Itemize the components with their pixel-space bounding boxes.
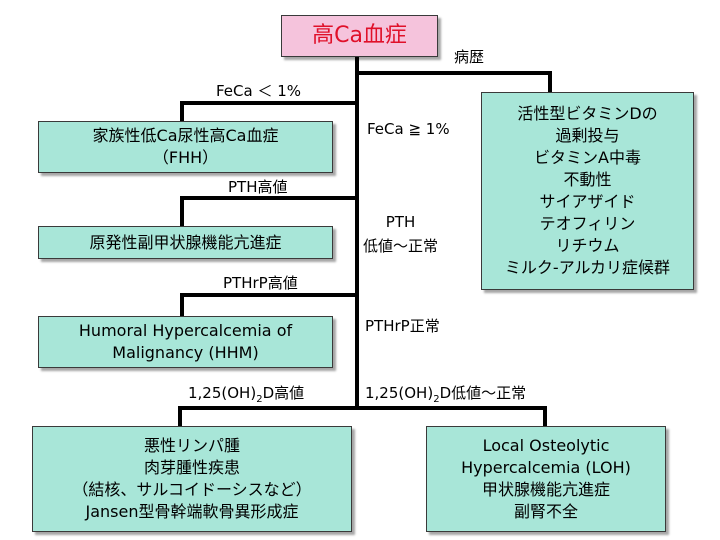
vitd-high-sub: 2	[256, 394, 263, 405]
root-node-label: 高Ca血症	[312, 23, 407, 48]
node-history-line: 活性型ビタミンDの	[517, 104, 658, 123]
label-pth-low-line2: 低値～正常	[363, 237, 439, 255]
node-fhh-line: 家族性低Ca尿性高Ca血症	[92, 126, 279, 145]
label-pthrp-normal: PTHrP正常	[365, 317, 440, 335]
node-loh-line: 甲状腺機能亢進症	[481, 480, 610, 499]
label-vitd-low: 1,25(OH)2D低値～正常	[365, 384, 526, 409]
node-hhm-line: Malignancy (HHM)	[112, 343, 259, 362]
node-primary-hyperparathyroidism: 原発性副甲状腺機能亢進症	[38, 226, 333, 259]
node-vitd-high: 悪性リンパ腫 肉芽腫性疾患 （結核、サルコイドーシスなど） Jansen型骨幹端…	[32, 426, 352, 532]
label-pth-high: PTH高値	[228, 178, 288, 196]
node-history-line: 過剰投与	[555, 126, 620, 145]
vitd-high-prefix: 1,25(OH)	[188, 384, 257, 402]
node-history-line: サイアザイド	[539, 192, 636, 211]
label-feca-high: FeCa ≧ 1%	[367, 120, 450, 138]
vitd-high-suffix: D高値	[262, 384, 305, 402]
label-pth-low-line1: PTH	[385, 213, 416, 231]
node-loh: Local Osteolytic Hypercalcemia (LOH) 甲状腺…	[426, 426, 666, 532]
node-hhm: Humoral Hypercalcemia of Malignancy (HHM…	[38, 316, 333, 368]
root-node-hypercalcemia: 高Ca血症	[281, 15, 438, 57]
node-history-line: リチウム	[555, 236, 620, 255]
node-fhh: 家族性低Ca尿性高Ca血症 （FHH）	[38, 121, 333, 173]
label-history: 病歴	[454, 48, 485, 66]
node-history-line: テオフィリン	[539, 214, 636, 233]
node-history-causes: 活性型ビタミンDの 過剰投与 ビタミンA中毒 不動性 サイアザイド テオフィリン…	[481, 92, 694, 290]
node-hyperpara-line: 原発性副甲状腺機能亢進症	[89, 232, 282, 252]
node-history-line: ビタミンA中毒	[534, 148, 641, 167]
node-vitd-high-line: 肉芽腫性疾患	[143, 458, 240, 477]
node-vitd-high-line: （結核、サルコイドーシスなど）	[72, 480, 312, 499]
label-feca-low: FeCa ＜ 1%	[216, 82, 302, 100]
node-loh-line: Local Osteolytic	[482, 436, 610, 455]
vitd-low-suffix: D低値～正常	[439, 384, 527, 402]
node-history-line: 不動性	[563, 170, 612, 189]
label-pth-low: PTH 低値～正常	[363, 210, 438, 258]
node-vitd-high-line: Jansen型骨幹端軟骨異形成症	[85, 502, 299, 521]
vitd-low-sub: 2	[433, 394, 440, 405]
node-fhh-line: （FHH）	[152, 148, 219, 167]
node-vitd-high-line: 悪性リンパ腫	[143, 436, 240, 455]
vitd-low-prefix: 1,25(OH)	[365, 384, 434, 402]
node-loh-line: 副腎不全	[513, 502, 578, 521]
node-loh-line: Hypercalcemia (LOH)	[461, 458, 631, 477]
node-hhm-line: Humoral Hypercalcemia of	[78, 321, 293, 340]
label-vitd-high: 1,25(OH)2D高値	[188, 384, 304, 409]
label-pthrp-high: PTHrP高値	[223, 274, 298, 292]
node-history-line: ミルク-アルカリ症候群	[504, 258, 671, 277]
